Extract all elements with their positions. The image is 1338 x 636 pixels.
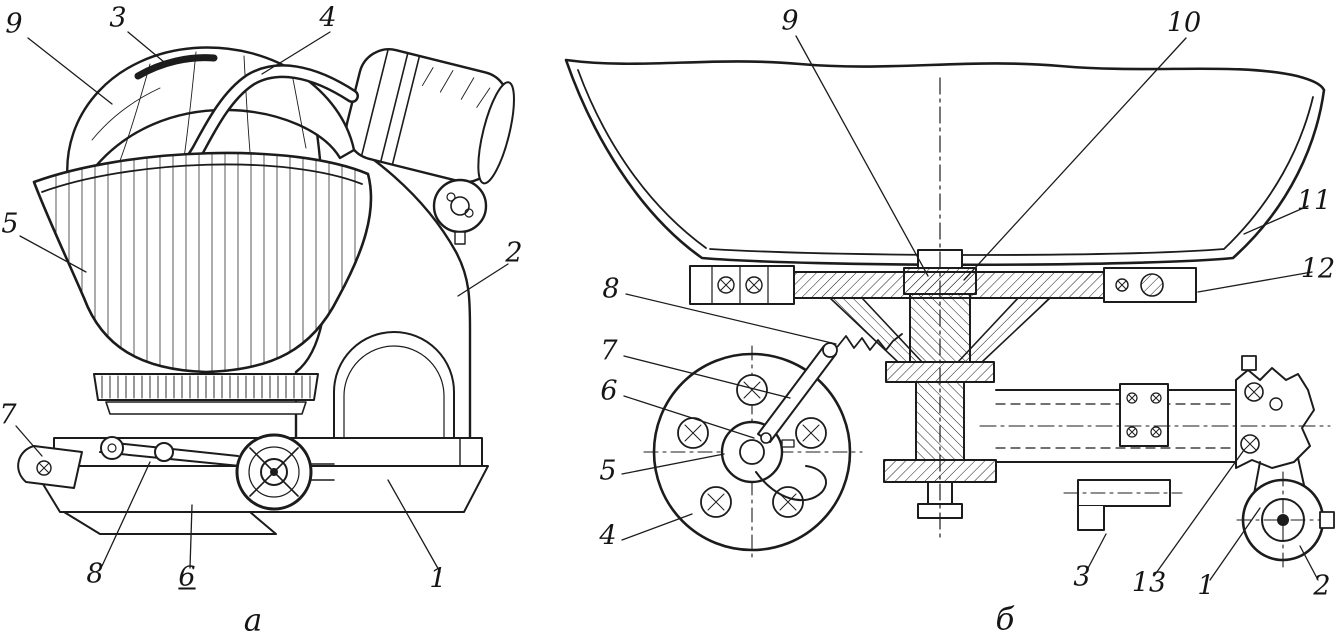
part-label-right-2: 2: [1313, 570, 1331, 602]
part-label-right-6: 6: [600, 375, 618, 407]
bowl-section: [564, 58, 1326, 267]
bowl-wall-inner: [577, 69, 1314, 256]
part-label-right-5: 5: [599, 455, 617, 487]
part-label-left-1: 1: [429, 563, 447, 595]
spring: [833, 333, 903, 351]
leader-lines-left: [15, 31, 509, 573]
carriage-wheel: [643, 345, 863, 563]
dome-lid: [66, 46, 356, 186]
frame: [995, 383, 1237, 463]
part-label-right-7: 7: [600, 335, 618, 367]
lower-bracket: [1063, 479, 1183, 531]
lever-pivot: [822, 342, 838, 358]
dome-hatching: [91, 51, 307, 167]
part-label-left-5: 5: [1, 208, 19, 240]
body-arch-cutout: [333, 331, 455, 465]
base-pedal: [63, 511, 277, 535]
part-label-right-4: 4: [599, 520, 617, 552]
part-label-right-8: 8: [602, 273, 620, 305]
pedal-linkage: [99, 436, 241, 467]
handwheel: [235, 433, 335, 511]
body-arch-inner: [343, 345, 445, 465]
part-label-left-6: 6: [178, 561, 196, 593]
part-label-left-3: 3: [109, 2, 127, 34]
release-handle: [755, 465, 827, 502]
mixing-bowl: [32, 151, 373, 374]
part-label-right-12: 12: [1300, 253, 1336, 285]
part-label-left-2: 2: [505, 237, 523, 269]
support-left: [829, 297, 923, 363]
lid-handle: [134, 54, 218, 80]
caption-b: б: [995, 601, 1015, 636]
part-label-right-3: 3: [1073, 561, 1091, 593]
part-label-left-8: 8: [86, 558, 104, 590]
part-label-right-10: 10: [1166, 7, 1202, 39]
part-label-right-9: 9: [781, 5, 799, 37]
platform-left-cap: [689, 265, 795, 305]
turntable-lower-band: [105, 401, 307, 415]
caption-a: а: [243, 602, 263, 636]
part-label-left-4: 4: [319, 2, 337, 34]
kneading-arm-fill: [183, 66, 357, 171]
support-right: [957, 297, 1051, 363]
mixer-figure: [15, 31, 515, 573]
part-label-left-9: 9: [5, 8, 23, 40]
turntable-teeth: [101, 375, 311, 399]
carriage-figure: [564, 35, 1335, 581]
bowl-rim-inner: [41, 163, 363, 193]
gearbox-face: [432, 178, 488, 234]
part-label-right-13: 13: [1131, 567, 1167, 599]
part-label-right-1: 1: [1197, 570, 1215, 602]
leader-lines-right: [621, 35, 1319, 581]
caster-wheel: [1236, 471, 1335, 569]
hub-pin: [760, 432, 772, 444]
part-label-right-11: 11: [1296, 185, 1332, 217]
motor-head: [345, 48, 515, 185]
part-label-left-7: 7: [0, 399, 17, 431]
